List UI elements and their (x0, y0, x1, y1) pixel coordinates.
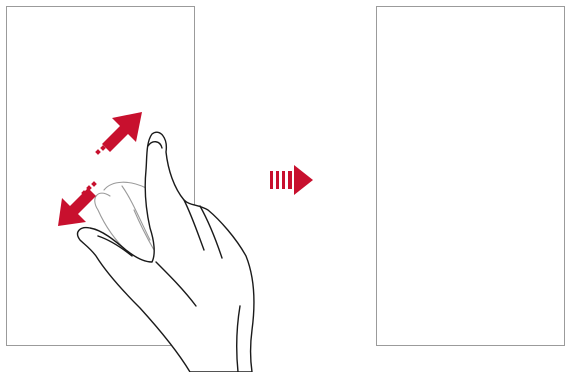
right-arrow-icon (270, 165, 313, 195)
screen-panel-after (377, 7, 565, 346)
